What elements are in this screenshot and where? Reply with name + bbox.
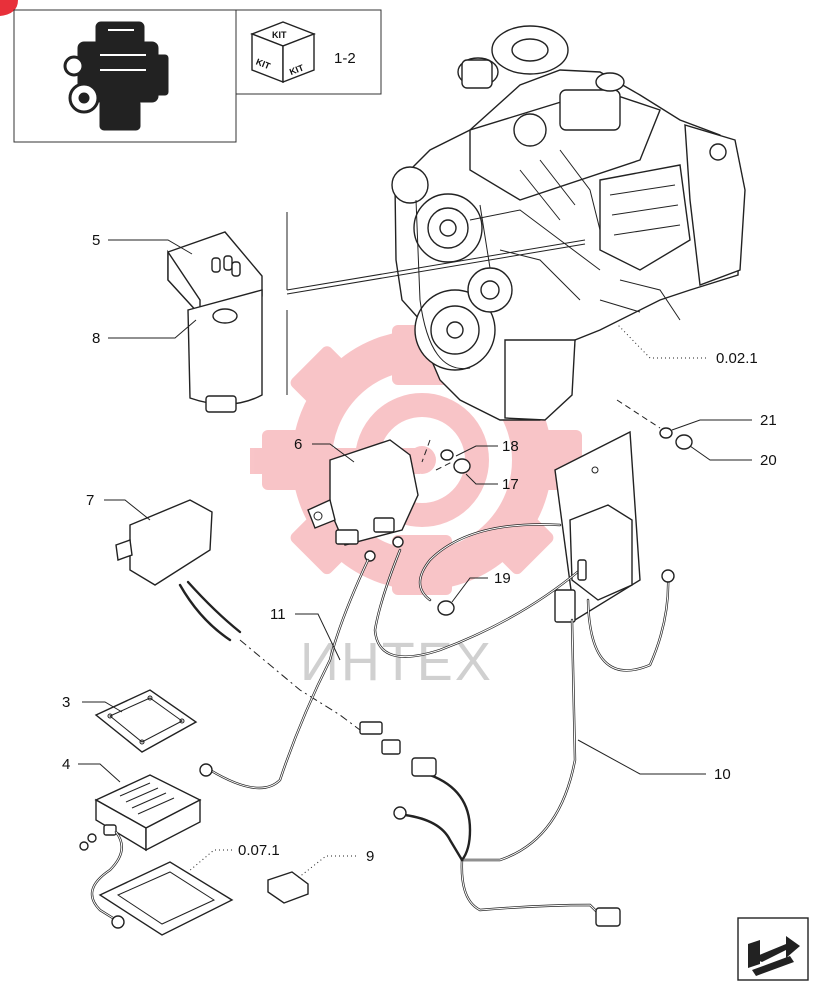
fuel-filter-assembly <box>167 231 263 413</box>
callout-18: 18 <box>502 438 519 455</box>
callout-21: 21 <box>760 412 777 429</box>
callout-10: 10 <box>714 766 731 783</box>
flange-gasket <box>98 861 234 936</box>
callout-6: 6 <box>294 436 302 453</box>
next-page-button[interactable] <box>737 917 809 981</box>
arrow-forward-icon <box>748 936 800 976</box>
callout-19: 19 <box>494 570 511 587</box>
control-module <box>115 499 401 755</box>
callout-20: 20 <box>760 452 777 469</box>
corner-marker <box>0 0 18 16</box>
callout-5: 5 <box>92 232 100 249</box>
callout-0-07-1: 0.07.1 <box>238 842 280 859</box>
callout-labels: 5 8 6 7 18 17 21 20 0.02.1 19 11 3 4 0.0… <box>62 232 777 865</box>
engine-thumbnail <box>63 21 169 131</box>
kit-range: 1-2 <box>334 50 356 67</box>
relay-assembly <box>307 439 419 562</box>
kit-icon: KIT KIT KIT <box>250 21 316 84</box>
callout-9: 9 <box>366 848 374 865</box>
callout-11: 11 <box>270 606 286 623</box>
heater-block <box>79 774 202 929</box>
callout-3: 3 <box>62 694 70 711</box>
kit-label-top: KIT <box>272 30 287 40</box>
fasteners <box>421 399 693 616</box>
callout-8: 8 <box>92 330 100 347</box>
sensor <box>267 871 309 904</box>
callout-0-02-1: 0.02.1 <box>716 350 758 367</box>
engine-drawing <box>286 25 746 421</box>
callout-4: 4 <box>62 756 70 773</box>
gasket <box>94 689 198 753</box>
leader-lines <box>78 239 752 879</box>
header-box: KIT KIT KIT 1-2 <box>13 9 382 143</box>
wiring <box>199 523 675 927</box>
callout-17: 17 <box>502 476 519 493</box>
callout-7: 7 <box>86 492 94 509</box>
